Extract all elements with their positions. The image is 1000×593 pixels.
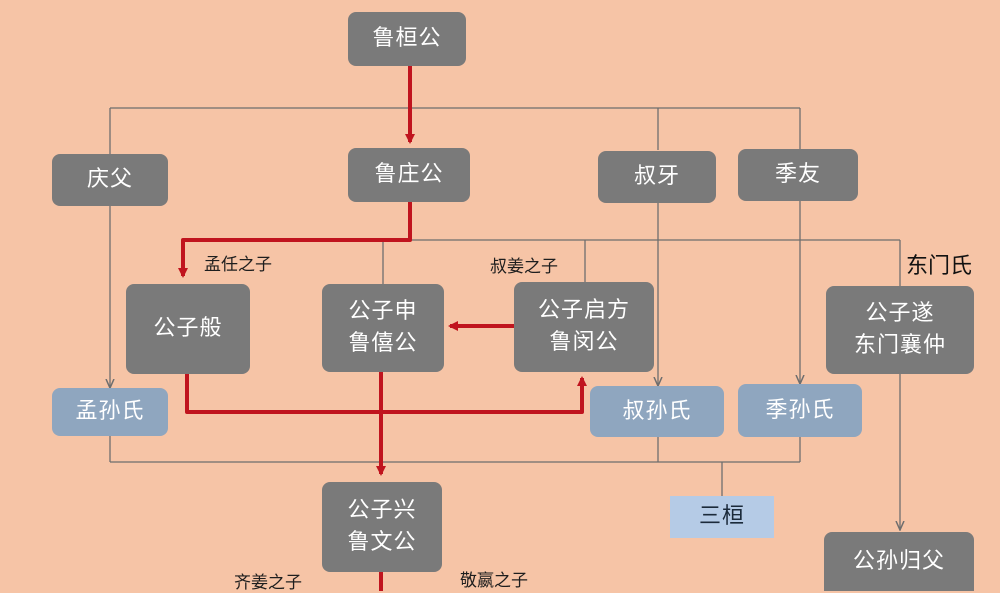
jisun-shi-label: 季孙氏 — [765, 397, 835, 423]
node-ji-you: 季友 — [738, 149, 858, 201]
node-lu-zhuang-gong: 鲁庄公 — [348, 148, 470, 202]
node-lu-huan-gong: 鲁桓公 — [348, 12, 466, 66]
node-shusun-shi: 叔孙氏 — [590, 386, 724, 437]
label-shu-jiang-zhi-zi: 叔姜之子 — [490, 257, 558, 277]
node-gongzi-shen: 公子申 鲁僖公 — [322, 284, 444, 372]
node-gongsun-guifu: 公孙归父 — [824, 532, 974, 591]
node-mengsun-shi: 孟孙氏 — [52, 388, 168, 436]
lu-zhuang-gong-label: 鲁庄公 — [374, 162, 444, 187]
node-jisun-shi: 季孙氏 — [738, 384, 862, 437]
gongzi-shen-label: 公子申 — [348, 299, 418, 324]
label-meng-ren-zhi-zi: 孟任之子 — [204, 255, 272, 275]
node-san-huan: 三桓 — [670, 496, 774, 538]
gongzi-sui-label: 公子遂 — [865, 301, 935, 326]
label-dongmen-shi: 东门氏 — [906, 254, 973, 279]
gongsun-guifu-label: 公孙归父 — [852, 548, 945, 574]
shu-ya-label: 叔牙 — [633, 164, 680, 189]
node-gongzi-sui: 公子遂 东门襄仲 — [826, 286, 974, 374]
san-huan-label: 三桓 — [698, 504, 745, 529]
gongzi-xing-label: 公子兴 — [347, 498, 417, 523]
node-gongzi-qifang: 公子启方 鲁闵公 — [514, 282, 654, 372]
gongzi-ban-label: 公子般 — [153, 316, 223, 341]
ban-to-qifang-arrow — [185, 374, 587, 414]
zhuang-to-ban-arrow — [178, 202, 412, 278]
lu-huan-gong-label: 鲁桓公 — [372, 26, 442, 51]
node-gongzi-ban: 公子般 — [126, 284, 250, 374]
shusun-shi-label: 叔孙氏 — [622, 398, 692, 424]
qing-fu-label: 庆父 — [86, 167, 133, 192]
mengsun-shi-label: 孟孙氏 — [75, 399, 145, 424]
node-shu-ya: 叔牙 — [598, 151, 716, 203]
node-gongzi-xing: 公子兴 鲁文公 — [322, 482, 442, 572]
lu-xi-gong-label: 鲁僖公 — [348, 331, 418, 356]
label-qi-jiang-zhi-zi: 齐姜之子 — [234, 573, 302, 593]
dongmen-xiangzhong-label: 东门襄仲 — [853, 333, 946, 358]
node-qing-fu: 庆父 — [52, 154, 168, 206]
ji-you-label: 季友 — [774, 162, 821, 187]
lu-wen-gong-label: 鲁文公 — [347, 530, 417, 555]
lu-min-gong-label: 鲁闵公 — [549, 330, 619, 355]
gongzi-qifang-label: 公子启方 — [537, 298, 630, 323]
label-jing-ying-zhi-zi: 敬嬴之子 — [460, 571, 528, 591]
